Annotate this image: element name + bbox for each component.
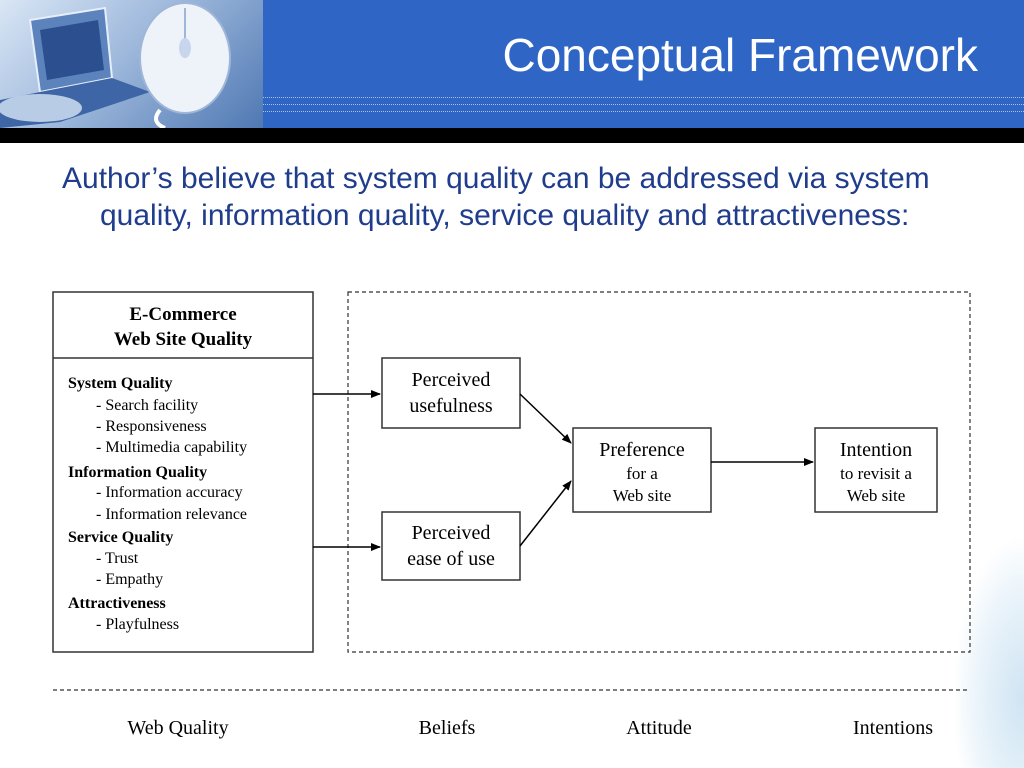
item-search-facility: - Search facility [96, 397, 198, 414]
preference-line2: for a [626, 464, 658, 483]
group-system-quality: System Quality [68, 375, 172, 392]
item-playfulness: - Playfulness [96, 616, 179, 633]
item-trust: - Trust [96, 550, 139, 567]
quality-heading-line2: Web Site Quality [114, 329, 253, 350]
quality-heading-line1: E-Commerce [129, 304, 236, 325]
preference-box: Preference for a Web site [572, 427, 712, 513]
web-quality-box: E-Commerce Web Site Quality System Quali… [52, 291, 314, 653]
decorative-swoosh [954, 538, 1024, 768]
header-dotted-line [263, 97, 1024, 98]
group-information-quality: Information Quality [68, 464, 207, 481]
header-photo [0, 0, 263, 128]
item-information-relevance: - Information relevance [96, 506, 247, 523]
slide-header: Conceptual Framework [0, 0, 1024, 143]
arrow-ease-to-preference [519, 480, 572, 547]
stage-label-web-quality: Web Quality [127, 717, 228, 739]
header-band [263, 0, 1024, 128]
beliefs-attitude-region [347, 291, 971, 653]
perceived-usefulness-box: Perceived usefulness [381, 357, 521, 429]
preference-line1: Preference [599, 439, 685, 461]
usefulness-line1: Perceived [412, 369, 491, 391]
ease-line2: ease of use [407, 548, 495, 570]
stage-label-beliefs: Beliefs [419, 717, 476, 739]
ease-line1: Perceived [412, 522, 491, 544]
item-information-accuracy: - Information accuracy [96, 484, 243, 501]
perceived-ease-box: Perceived ease of use [381, 511, 521, 581]
item-empathy: - Empathy [96, 571, 163, 588]
item-responsiveness: - Responsiveness [96, 418, 207, 435]
stage-label-attitude: Attitude [626, 717, 692, 739]
arrow-usefulness-to-preference [519, 393, 572, 444]
intention-line2: to revisit a [840, 464, 912, 483]
group-service-quality: Service Quality [68, 529, 173, 546]
intention-line3: Web site [847, 486, 906, 505]
header-dotted-line [263, 104, 1024, 105]
intention-box: Intention to revisit a Web site [814, 427, 938, 513]
slide-title: Conceptual Framework [502, 29, 978, 81]
preference-line3: Web site [613, 486, 672, 505]
header-dotted-line [263, 111, 1024, 112]
usefulness-line2: usefulness [409, 395, 493, 417]
item-multimedia-capability: - Multimedia capability [96, 439, 247, 456]
bullet-text: Author’s believe that system quality can… [62, 162, 930, 232]
group-attractiveness: Attractiveness [68, 595, 166, 612]
intention-line1: Intention [840, 439, 912, 461]
stage-label-intentions: Intentions [853, 717, 933, 739]
header-black-bar [0, 128, 1024, 143]
laptop-mouse-image [0, 2, 231, 128]
